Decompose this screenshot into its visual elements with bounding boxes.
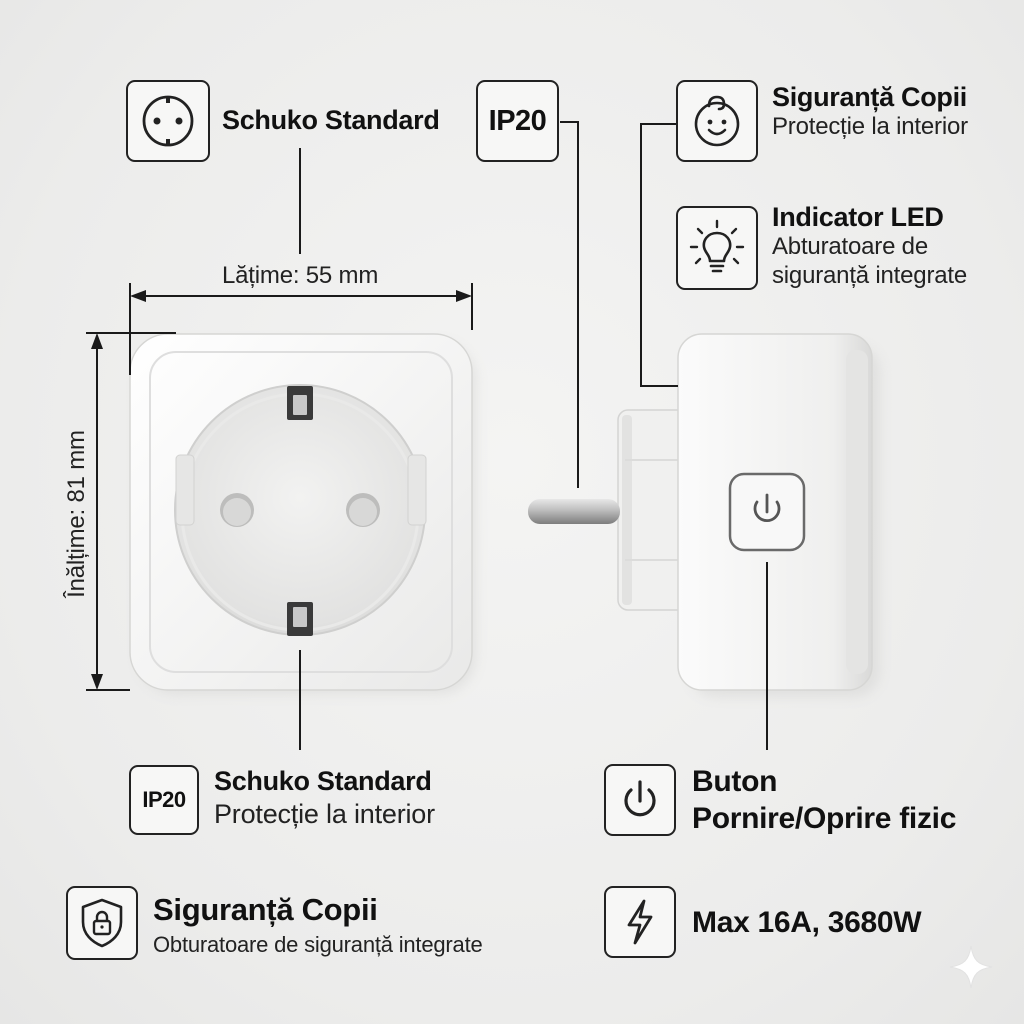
plug-side-view [528,333,880,697]
child-safety-top-subtitle: Protecție la interior [772,113,968,140]
height-label: Înălțime: 81 mm [63,430,90,598]
lightning-icon [604,886,676,958]
ip20-feature-badge-text: IP20 [142,787,186,812]
lightbulb-icon [676,206,758,290]
height-dimension [86,332,176,691]
schuko-feature-subtitle: Protecție la interior [214,799,435,829]
led-indicator-subtitle-line2: siguranță integrate [772,262,967,289]
power-icon [604,764,676,836]
leader-lines [299,121,768,750]
child-safety-feature-title: Siguranță Copii [153,892,378,927]
power-feature-title-line2: Pornire/Oprire fizic [692,802,957,835]
ip20-top-badge: IP20 [476,80,559,162]
schuko-socket-icon [126,80,210,162]
schuko-feature-title: Schuko Standard [214,766,432,796]
ip20-feature-badge: IP20 [129,765,199,835]
socket-front-view [129,333,476,694]
child-safety-top-title: Siguranță Copii [772,82,968,112]
baby-face-icon [676,80,758,162]
schuko-top-title: Schuko Standard [222,105,440,135]
sparkle-icon [949,945,993,989]
ip20-top-badge-text: IP20 [488,104,547,137]
width-label: Lățime: 55 mm [222,262,379,289]
max-power-feature-title: Max 16A, 3680W [692,906,922,939]
led-indicator-title: Indicator LED [772,202,944,232]
power-feature-title-line1: Buton [692,765,778,798]
width-dimension [129,283,473,375]
child-safety-feature-subtitle: Obturatoare de siguranță integrate [153,932,483,957]
shield-lock-icon [66,886,138,960]
led-indicator-subtitle-line1: Abturatoare de [772,233,928,260]
